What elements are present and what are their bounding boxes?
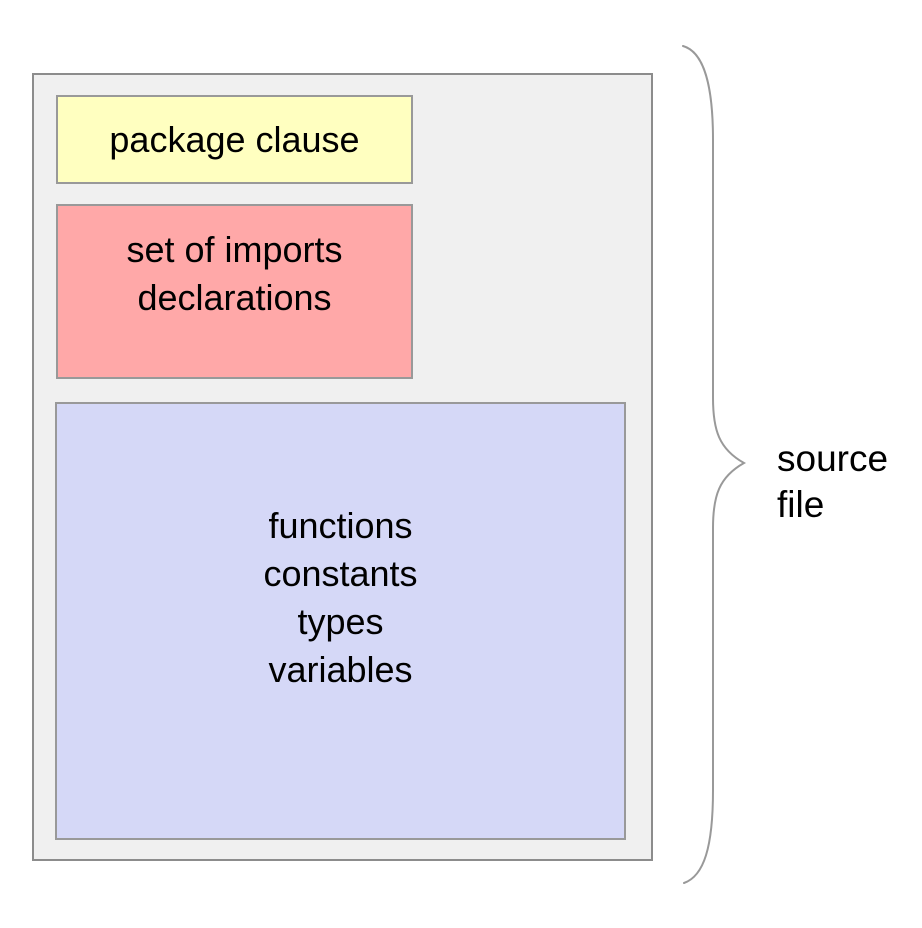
declarations-label-types: types	[297, 601, 384, 642]
imports-box: set of imports declarations	[56, 204, 413, 379]
source-file-label-line-1: source	[777, 438, 889, 479]
declarations-label-constants: constants	[263, 553, 418, 594]
source-file-label: source file	[777, 436, 888, 528]
package-clause-label: package clause	[109, 118, 360, 160]
imports-label-line-2: declarations	[137, 277, 332, 318]
declarations-label-variables: variables	[268, 649, 413, 690]
declarations-label-functions: functions	[268, 505, 413, 546]
imports-label-line-1: set of imports	[126, 229, 343, 270]
declarations-box: functions constants types variables	[55, 402, 626, 840]
source-file-box: package clause set of imports declaratio…	[32, 73, 653, 861]
package-clause-box: package clause	[56, 95, 413, 184]
source-file-label-line-2: file	[777, 484, 825, 525]
